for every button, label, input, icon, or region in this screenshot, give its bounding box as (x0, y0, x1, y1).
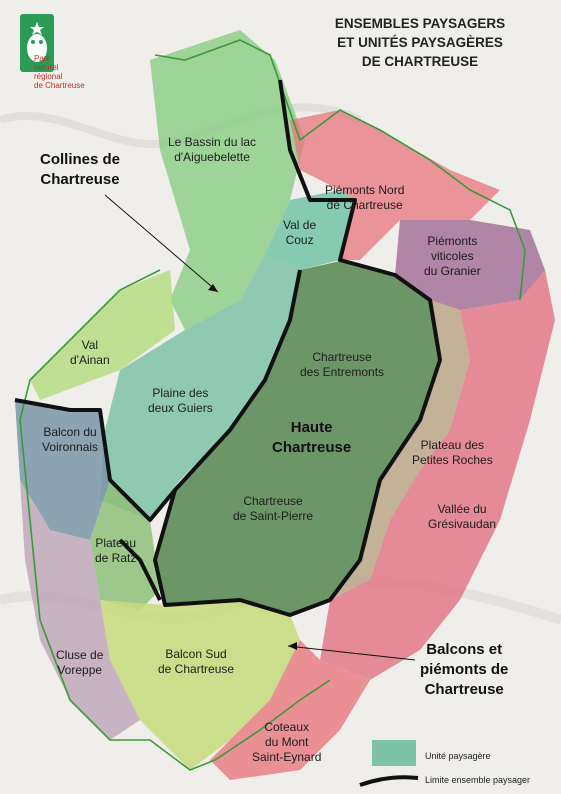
label-line: de Saint-Pierre (233, 509, 314, 523)
label-line: Voreppe (57, 663, 103, 677)
unit-label-cluse: Cluse de Voreppe (56, 648, 103, 678)
label-line: Chartreuse (424, 681, 504, 698)
legend-unit-swatch (372, 740, 416, 766)
label-line: Chartreuse (243, 494, 303, 508)
label-line: d'Ainan (70, 353, 110, 367)
label-line: Le Bassin du lac (168, 135, 257, 149)
unit-piemonts-nord (290, 110, 500, 260)
unit-label-ratz: Plateau de Ratz (95, 536, 136, 566)
ensemble-label-collines: Collines de Chartreuse (40, 150, 120, 190)
label-line: Petites Roches (412, 453, 493, 467)
logo-line: de Chartreuse (34, 81, 85, 90)
label-line: Val de (283, 218, 317, 232)
label-line: Coteaux (264, 720, 310, 734)
legend-unit-label: Unité paysagère (425, 751, 491, 761)
label-line: Val (81, 338, 99, 352)
label-line: d'Aiguebelette (174, 150, 250, 164)
label-line: du Granier (424, 264, 481, 278)
label-line: Chartreuse (272, 439, 352, 456)
label-line: Couz (285, 233, 314, 247)
title-line: ET UNITÉS PAYSAGÈRES (337, 35, 503, 50)
unit-balcon-voironnais (15, 400, 110, 540)
label-line: du Mont (265, 735, 309, 749)
unit-label-saint-pierre: Chartreuse de Saint-Pierre (233, 494, 313, 524)
label-line: deux Guiers (148, 401, 213, 415)
label-line: viticoles (431, 249, 474, 263)
legend-limit-label: Limite ensemble paysager (425, 775, 531, 785)
logo-line: Parc (34, 54, 51, 63)
balcons-arrowhead (288, 642, 297, 650)
ensemble-label-haute: Haute Chartreuse (272, 418, 351, 458)
label-line: des Entremonts (300, 365, 385, 379)
label-line: Haute (290, 419, 333, 436)
label-line: Balcon du (43, 425, 97, 439)
label-line: Voironnais (42, 440, 99, 454)
label-line: Balcons et (426, 641, 503, 658)
map-title: ENSEMBLES PAYSAGERS ET UNITÉS PAYSAGÈRES… (300, 14, 540, 71)
label-line: Collines de (40, 151, 121, 168)
unit-label-plaine: Plaine des deux Guiers (148, 386, 213, 416)
label-line: Plateau (95, 536, 137, 550)
park-logo-icon (20, 14, 54, 72)
unit-cluse-voreppe (20, 480, 140, 740)
unit-label-bassin: Le Bassin du lac d'Aiguebelette (168, 135, 256, 165)
unit-val-couz (265, 190, 355, 270)
unit-val-ainan (30, 270, 175, 400)
unit-label-balcon-sud: Balcon Sud de Chartreuse (158, 647, 234, 677)
unit-label-plateau-roches: Plateau des Petites Roches (412, 438, 493, 468)
unit-label-piemonts-viticoles: Piémonts viticoles du Granier (424, 234, 481, 279)
unit-label-val-ainan: Val d'Ainan (70, 338, 110, 368)
title-line: ENSEMBLES PAYSAGERS (334, 16, 506, 31)
ensemble-limit-line (153, 79, 442, 617)
unit-bassin-aiguebelette (150, 30, 305, 330)
balcons-arrow (287, 645, 416, 661)
title-line: DE CHARTREUSE (361, 54, 479, 69)
unit-gresivaudan (320, 270, 555, 680)
label-line: Grésivaudan (428, 517, 497, 531)
label-line: Saint-Eynard (252, 750, 322, 764)
logo-line: naturel (34, 63, 59, 72)
unit-label-gresivaudan: Vallée du Grésivaudan (428, 502, 496, 532)
park-boundary (19, 39, 526, 771)
label-line: de Chartreuse (326, 198, 403, 212)
label-line: Plateau des (420, 438, 485, 452)
unit-piemonts-viticoles (395, 220, 545, 310)
collines-arrowhead (208, 284, 218, 292)
unit-balcon-sud (100, 600, 300, 770)
label-line: Vallée du (437, 502, 487, 516)
ensemble-limit-line-south (118, 538, 162, 601)
label-line: Cluse de (56, 648, 104, 662)
unit-label-entremonts: Chartreuse des Entremonts (300, 350, 384, 380)
label-line: Balcon Sud (165, 647, 227, 661)
unit-plaine-guiers (100, 255, 300, 520)
unit-label-coteaux: Coteaux du Mont Saint-Eynard (252, 720, 321, 765)
logo-text: Parc naturel régional de Chartreuse (34, 54, 85, 90)
legend-limit-line (359, 775, 419, 787)
ensemble-limit-line-west (14, 398, 177, 522)
label-line: piémonts de (420, 661, 509, 678)
collines-arrow (104, 194, 219, 293)
unit-haute-chartreuse (155, 260, 440, 615)
unit-coteaux-saint-eynard (210, 640, 370, 780)
label-line: Chartreuse (40, 171, 120, 188)
label-line: Chartreuse (312, 350, 372, 364)
ensemble-label-balcons: Balcons et piémonts de Chartreuse (420, 640, 508, 700)
label-line: de Ratz (95, 551, 137, 565)
label-line: Piémonts (427, 234, 478, 248)
unit-label-piemonts-nord: Piémonts Nord de Chartreuse (325, 183, 404, 213)
label-line: de Chartreuse (158, 662, 235, 676)
logo-line: régional (34, 72, 63, 81)
label-line: Piémonts Nord (325, 183, 405, 197)
unit-label-val-couz: Val de Couz (283, 218, 316, 248)
label-line: Plaine des (152, 386, 209, 400)
unit-label-balcon-voironnais: Balcon du Voironnais (42, 425, 98, 455)
